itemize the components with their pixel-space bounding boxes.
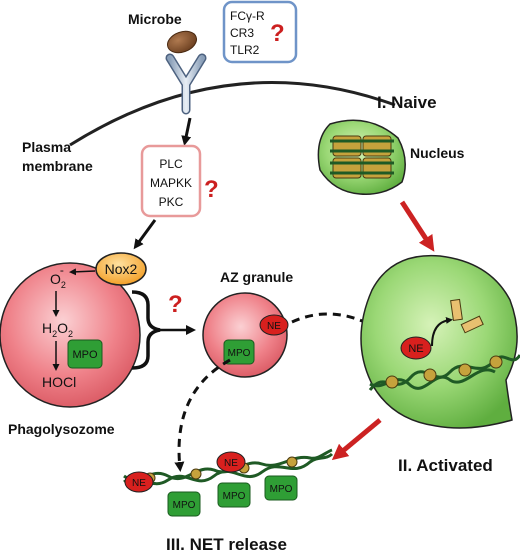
receptor-question-mark: ? (270, 20, 285, 47)
net-mpo-2-label: MPO (223, 491, 246, 502)
arrow-kinases-to-nox2 (133, 219, 157, 250)
kinases-box (140, 144, 202, 218)
activated-label: II. Activated (398, 456, 493, 475)
net-mpo-1-label: MPO (173, 500, 196, 511)
net-mpo-3 (264, 475, 298, 501)
receptor-cr3: CR3 (230, 26, 254, 40)
phago-mpo-label: MPO (72, 349, 98, 361)
net-ne-1 (124, 471, 154, 493)
kinase-pkc: PKC (159, 195, 184, 209)
activated-chromatin (368, 354, 520, 391)
h2o2-label: H2O2 (42, 320, 73, 339)
red-arrow-naive-to-activated (399, 200, 435, 252)
kinase-question-mark: ? (204, 176, 219, 203)
microbe-label: Microbe (128, 11, 182, 27)
activated-ne-label: NE (408, 343, 423, 355)
net-ne-2-label: NE (224, 458, 238, 469)
activated-ne (400, 336, 432, 360)
nucleus-label: Nucleus (410, 145, 465, 161)
nox2-label: Nox2 (105, 261, 138, 277)
microbe-icon (166, 30, 198, 54)
net-ne-2 (216, 451, 246, 473)
net-ne-1-label: NE (132, 478, 146, 489)
net-release-label: III. NET release (166, 535, 287, 554)
net-mpo-3-label: MPO (270, 484, 293, 495)
phagolysozome (0, 262, 141, 408)
receptor-tlr2: TLR2 (230, 43, 260, 57)
net-mpo-2 (217, 482, 251, 508)
receptor-icon (165, 53, 207, 115)
superoxide-label: O2- (50, 263, 66, 290)
activated-cell (360, 254, 518, 429)
kinase-mapkk: MAPKK (150, 176, 192, 190)
az-granule-label: AZ granule (220, 269, 293, 285)
granule-ne-label: NE (267, 321, 281, 332)
activated-fragment-1 (450, 298, 463, 322)
granule-mpo-box (223, 339, 255, 365)
plasma-membrane-label: Plasma membrane (22, 139, 93, 174)
net-mpo-1 (167, 491, 201, 517)
arrow-nox2-to-superoxide (69, 268, 96, 276)
nox2-enzyme (95, 252, 147, 286)
receptor-fcgr: FCγ-R (230, 9, 265, 23)
arrow-receptor-to-kinases (181, 117, 192, 146)
receptors-box (222, 0, 298, 64)
phago-mpo-box (67, 339, 103, 369)
naive-chromatin (330, 135, 394, 179)
plasma-membrane-line (69, 81, 396, 147)
bracket-question-mark: ? (168, 291, 183, 318)
naive-label: I. Naive (377, 93, 437, 112)
naive-cell (317, 119, 406, 195)
dashed-arrow-mpo-to-net (174, 358, 231, 472)
phagolysozome-label: Phagolysozome (8, 421, 115, 437)
granule-ne (259, 314, 289, 336)
activated-curved-arrow (431, 316, 453, 347)
red-arrow-activated-to-net (331, 418, 382, 461)
hocl-label: HOCl (42, 374, 76, 390)
kinase-plc: PLC (159, 157, 183, 171)
granule-mpo-label: MPO (228, 348, 251, 359)
activated-fragment-2 (460, 315, 484, 334)
